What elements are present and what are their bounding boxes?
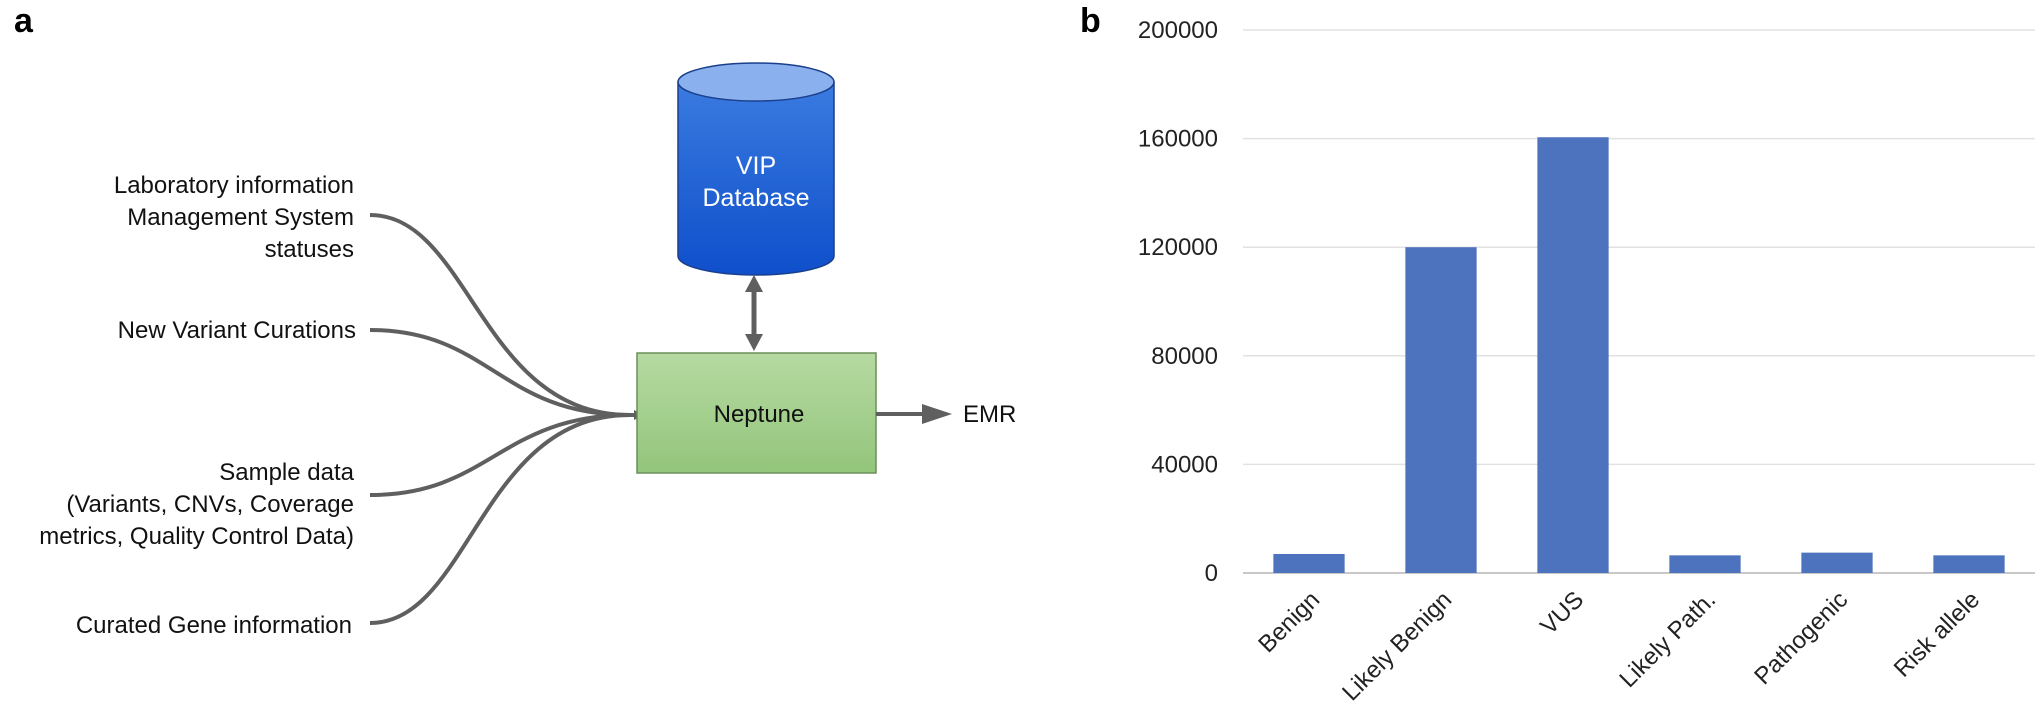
source-gene-info: Curated Gene information — [76, 612, 352, 639]
chart-bars — [1273, 137, 2005, 573]
hub-label: Neptune — [714, 401, 805, 428]
connector-curations — [369, 328, 631, 417]
vip-database: VIP Database — [677, 62, 835, 276]
bar-likely-path — [1669, 555, 1741, 573]
x-tick-label: Likely Path. — [1614, 586, 1721, 693]
y-tick-label: 120000 — [1138, 234, 1218, 261]
x-tick-label: Pathogenic — [1749, 586, 1853, 690]
bar-vus — [1537, 137, 1609, 573]
source-lims-line3: statuses — [265, 236, 354, 263]
db-hub-arrow — [745, 275, 763, 351]
y-tick-label: 160000 — [1138, 126, 1218, 153]
database-label-line2: Database — [702, 184, 809, 212]
source-lims-line2: Management System — [127, 204, 354, 231]
x-tick-label: Risk allele — [1889, 586, 1985, 682]
y-tick-label: 0 — [1205, 560, 1218, 587]
input-connectors — [369, 213, 631, 625]
neptune-hub: Neptune — [636, 352, 877, 474]
connector-gene-info — [369, 413, 631, 625]
bar-pathogenic — [1801, 552, 1873, 573]
y-tick-label: 200000 — [1138, 17, 1218, 44]
x-tick-label: Likely Benign — [1337, 586, 1457, 706]
y-axis-ticks: 0 40000 80000 120000 160000 200000 — [1138, 17, 1218, 587]
connector-sample — [369, 413, 631, 497]
panel-a-label: a — [14, 2, 34, 40]
chart-gridlines — [1243, 29, 2035, 466]
source-curations: New Variant Curations — [118, 317, 356, 344]
source-sample-line3: metrics, Quality Control Data) — [39, 523, 354, 550]
x-tick-label: Benign — [1253, 586, 1325, 658]
bar-benign — [1273, 553, 1345, 573]
emr-arrow — [876, 404, 952, 424]
database-label-line1: VIP — [736, 152, 776, 180]
panel-b-label: b — [1080, 2, 1101, 40]
x-tick-label: VUS — [1535, 586, 1589, 640]
y-tick-label: 40000 — [1151, 451, 1218, 478]
bar-risk-allele — [1933, 555, 2005, 573]
y-tick-label: 80000 — [1151, 343, 1218, 370]
panel-a: a Laboratory information Management Syst… — [14, 2, 1016, 639]
source-sample-line1: Sample data — [219, 459, 354, 486]
source-sample-line2: (Variants, CNVs, Coverage — [66, 491, 354, 518]
output-label: EMR — [963, 401, 1016, 428]
source-lims-line1: Laboratory information — [114, 172, 354, 199]
bar-likely-benign — [1405, 247, 1477, 573]
connector-lims — [369, 213, 631, 417]
